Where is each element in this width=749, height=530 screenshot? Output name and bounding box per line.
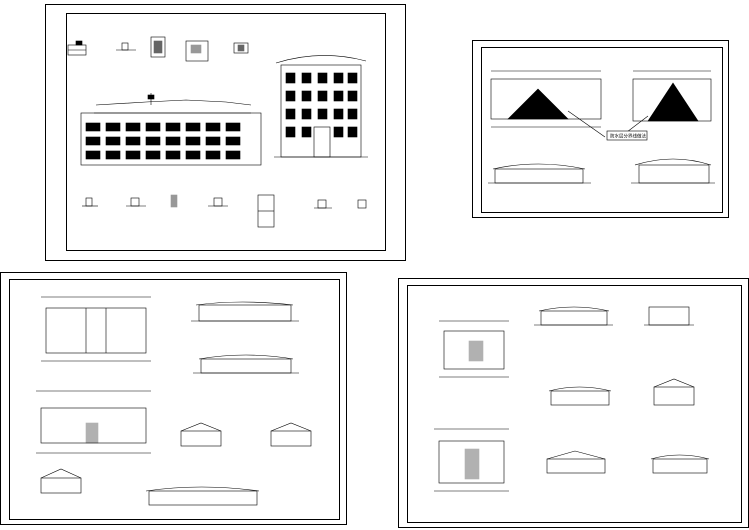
drawing-sheet-bottom-left	[0, 272, 347, 525]
detail-sketches-bottom	[82, 194, 367, 228]
sheet-bottom-left-drawing	[36, 296, 312, 506]
front-elevation-large	[80, 93, 262, 166]
section-right	[632, 70, 712, 122]
floor-plan-upper	[41, 296, 151, 362]
drawing-sheet-bottom-right	[398, 278, 749, 528]
floor-plan-upper	[439, 320, 509, 378]
sheet-frame	[481, 47, 723, 213]
sheet-frame	[66, 13, 386, 251]
elevation-top-right	[644, 306, 694, 326]
sheet-frame	[9, 279, 340, 520]
elevations-lower	[546, 378, 710, 474]
callout-waterproof: 防水层分界线做法	[567, 110, 649, 141]
floor-plan-lower	[36, 390, 151, 454]
sheet-top-left-drawing	[67, 36, 368, 228]
elevation-upper-right	[191, 301, 299, 374]
sheet-frame	[407, 285, 742, 523]
drawing-sheet-top-right: 防水层分界线做法	[472, 40, 729, 218]
drawing-sheet-top-left	[45, 4, 406, 261]
sheet-top-right-drawing: 防水层分界线做法	[488, 70, 715, 184]
floor-plan-lower	[434, 428, 509, 492]
small-elevations	[40, 422, 312, 506]
callout-text: 防水层分界线做法	[610, 133, 646, 140]
side-elevation-tall	[274, 55, 368, 158]
elevation-top-center	[534, 306, 613, 326]
section-left	[490, 70, 602, 128]
detail-sketches-top	[67, 36, 249, 62]
elevations-bottom	[488, 158, 715, 184]
sheet-bottom-right-drawing	[434, 306, 710, 492]
